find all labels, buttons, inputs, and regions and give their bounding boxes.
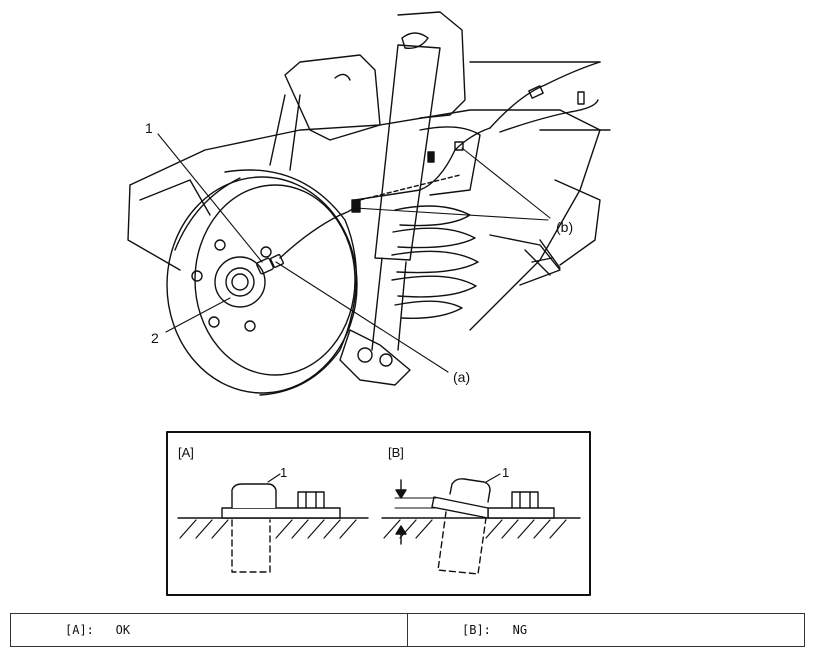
detail-box: [A] 1 [B] — [166, 431, 591, 596]
legend-key-b: [B]: — [462, 623, 491, 637]
panel-a-part-number: 1 — [280, 465, 287, 480]
callout-point-b: (b) — [556, 219, 573, 235]
legend-value-ng: NG — [512, 623, 528, 637]
leader-lines — [157, 133, 551, 373]
panel-b-sensor-tilted — [381, 473, 581, 575]
panel-a-sensor-seated — [177, 473, 369, 573]
legend-cell-ok: [A]: OK — [11, 614, 407, 646]
panel-b-part-number: 1 — [502, 465, 509, 480]
body-frame — [127, 61, 611, 386]
legend-table: [A]: OK [B]: NG — [10, 613, 805, 647]
panel-b-label: [B] — [388, 445, 404, 460]
wheel-speed-sensor — [256, 253, 285, 275]
coil-spring — [391, 126, 481, 319]
legend-cell-ng: [B]: NG — [407, 614, 804, 646]
legend-value-ok: OK — [115, 623, 131, 637]
upper-bracket — [269, 54, 381, 171]
drive-shaft-boot — [524, 239, 561, 276]
wheel-hub — [191, 239, 272, 332]
callout-part-1: 1 — [145, 120, 153, 136]
brake-sensor-diagram: 1 2 (a) (b) [A] — [127, 11, 611, 596]
panel-a-label: [A] — [178, 445, 194, 460]
brake-disc — [166, 169, 358, 396]
legend-key-a: [A]: — [65, 623, 94, 637]
callout-part-2: 2 — [151, 330, 159, 346]
sensor-harness — [279, 61, 601, 259]
shock-absorber — [371, 11, 466, 351]
callout-point-a: (a) — [453, 369, 470, 385]
